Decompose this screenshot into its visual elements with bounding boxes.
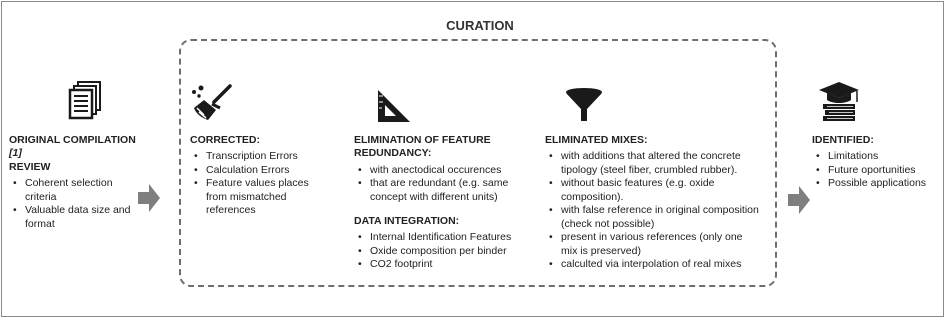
documents-icon (68, 81, 101, 120)
list-item: Future oportunities (816, 164, 936, 178)
arrow-right-icon (788, 186, 810, 214)
list-item: Calculation Errors (194, 164, 320, 178)
list-item: calculted via interpolation of real mixe… (549, 258, 759, 272)
corrected-heading: CORRECTED: (190, 134, 260, 146)
set-square-icon (378, 90, 410, 122)
integration-block: DATA INTEGRATION: Internal Identificatio… (354, 215, 524, 272)
eliminated-heading: ELIMINATED MIXES: (545, 134, 648, 146)
list-item: Possible applications (816, 177, 936, 191)
corrected-list: Transcription Errors Calculation Errors … (190, 150, 320, 217)
eliminated-block: ELIMINATED MIXES: with additions that al… (545, 134, 759, 272)
redundancy-list: with anectodical occurences that are red… (354, 164, 514, 204)
list-item: Limitations (816, 150, 936, 164)
list-item: that are redundant (e.g. same concept wi… (358, 177, 514, 204)
integration-list: Internal Identification Features Oxide c… (354, 231, 524, 272)
funnel-icon (566, 88, 602, 121)
arrow-right-icon (138, 184, 160, 212)
original-compilation-heading: ORIGINAL COMPILATION [1] REVIEW (9, 134, 139, 174)
graduation-cap-icon (819, 82, 859, 121)
curation-box (179, 39, 777, 287)
curation-title: CURATION (446, 18, 514, 33)
list-item: Feature values places from mismatched re… (194, 177, 320, 217)
list-item: Oxide composition per binder (358, 245, 524, 259)
list-item: Coherent selection criteria (13, 177, 139, 204)
identified-heading: IDENTIFIED: (812, 134, 874, 146)
list-item: with false reference in original composi… (549, 204, 759, 231)
original-heading-text: ORIGINAL COMPILATION (9, 134, 136, 146)
list-item: Internal Identification Features (358, 231, 524, 245)
broom-icon (192, 84, 232, 120)
redundancy-heading: ELIMINATION OF FEATURE REDUNDANCY: (354, 134, 491, 160)
citation: [1] (9, 147, 22, 160)
original-compilation-block: ORIGINAL COMPILATION [1] REVIEW Coherent… (9, 134, 139, 231)
integration-heading: DATA INTEGRATION: (354, 215, 460, 227)
eliminated-list: with additions that altered the concrete… (545, 150, 759, 271)
corrected-block: CORRECTED: Transcription Errors Calculat… (190, 134, 320, 218)
list-item: present in various references (only one … (549, 231, 759, 258)
list-item: without basic features (e.g. oxide compo… (549, 177, 759, 204)
list-item: with additions that altered the concrete… (549, 150, 759, 177)
list-item: CO2 footprint (358, 258, 524, 272)
identified-block: IDENTIFIED: Limitations Future oportunit… (812, 134, 936, 191)
review-heading-text: REVIEW (9, 160, 51, 173)
list-item: Valuable data size and format (13, 204, 139, 231)
identified-list: Limitations Future oportunities Possible… (812, 150, 936, 191)
original-list: Coherent selection criteria Valuable dat… (9, 177, 139, 231)
list-item: Transcription Errors (194, 150, 320, 164)
list-item: with anectodical occurences (358, 164, 514, 178)
redundancy-block: ELIMINATION OF FEATURE REDUNDANCY: with … (354, 134, 514, 204)
